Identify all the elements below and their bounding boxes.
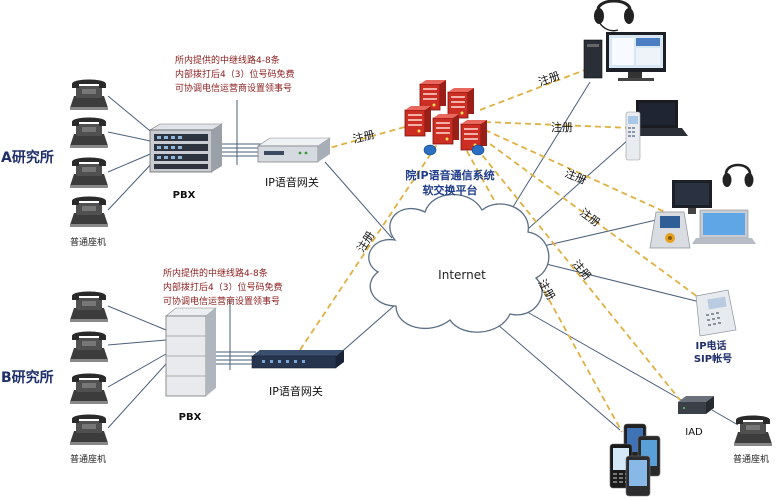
iad-phone-label: 普通座机 bbox=[733, 453, 769, 465]
site-a-phones-label: 普通座机 bbox=[70, 236, 106, 248]
reg-pc bbox=[479, 67, 591, 111]
reg-gw-a bbox=[321, 124, 413, 151]
server-icon bbox=[432, 113, 460, 145]
server-icon bbox=[419, 79, 447, 111]
server-icon bbox=[460, 119, 488, 151]
site-b-label: B研究所 bbox=[1, 369, 54, 386]
core-subtitle: 软交换平台 bbox=[423, 183, 478, 197]
link-internet-ipphone bbox=[537, 261, 701, 303]
iad-label: IAD bbox=[685, 427, 703, 438]
link-b-phone-3 bbox=[107, 353, 167, 388]
gateway-b: IP语音网关 bbox=[251, 350, 344, 398]
desktop-pc bbox=[583, 0, 666, 81]
site-a-note-line-1: 所内提供的中继线路4-8条 bbox=[175, 54, 280, 66]
reg-iad bbox=[469, 139, 681, 401]
site-a-note-line-3: 可协调电信运营商设置领事号 bbox=[175, 82, 292, 94]
link-b-phone-1 bbox=[107, 305, 167, 331]
phone-icon bbox=[70, 117, 108, 148]
gateway-b-label: IP语音网关 bbox=[269, 384, 323, 398]
reg-video bbox=[484, 129, 666, 213]
iad-device: IAD bbox=[678, 396, 714, 438]
link-iad-phone bbox=[711, 409, 739, 426]
ip-phone-label-1: IP电话 bbox=[695, 339, 726, 352]
ip-phone: IP电话 SIP帐号 bbox=[694, 289, 737, 365]
server-icon bbox=[404, 105, 432, 137]
register-label-video: 注册 bbox=[563, 166, 589, 187]
link-internet-iad bbox=[514, 304, 686, 403]
iad-phone: 普通座机 bbox=[733, 415, 772, 465]
laptop bbox=[625, 100, 688, 161]
site-b-note-line-2: 内部拨打后4（3）位号码免费 bbox=[163, 281, 282, 293]
link-internet-laptop bbox=[519, 139, 629, 237]
link-gw-a-internet bbox=[324, 161, 393, 239]
link-internet-pc bbox=[499, 81, 591, 229]
site-b-note-line-3: 可协调电信运营商设置领事号 bbox=[163, 295, 280, 307]
phone-icon bbox=[734, 415, 772, 446]
video-terminal bbox=[649, 163, 756, 249]
link-internet-video bbox=[534, 217, 666, 249]
phone-icon bbox=[70, 79, 108, 110]
link-a-phone-1 bbox=[107, 95, 156, 136]
phone-icon bbox=[70, 373, 108, 404]
internet-cloud: Internet bbox=[368, 193, 550, 333]
pbx-a-label: PBX bbox=[173, 190, 196, 201]
link-a-phone-2 bbox=[107, 131, 156, 143]
site-a-note: 所内提供的中继线路4-8条 内部拨打后4（3）位号码免费 可协调电信运营商设置领… bbox=[175, 54, 294, 94]
phone-icon bbox=[70, 157, 108, 188]
reg-ipphone bbox=[481, 137, 703, 301]
site-b-phones-label: 普通座机 bbox=[70, 453, 106, 465]
site-a-phones: 普通座机 bbox=[70, 79, 108, 248]
link-b-phone-2 bbox=[107, 339, 167, 346]
link-gw-b-internet bbox=[337, 304, 396, 356]
mobile-phones bbox=[609, 423, 661, 497]
link-a-phone-3 bbox=[107, 151, 156, 173]
gateway-a: IP语音网关 bbox=[257, 137, 331, 189]
register-label-iad: 注册 bbox=[570, 257, 595, 283]
server-icon bbox=[447, 87, 475, 119]
trunk-a bbox=[222, 100, 262, 165]
internet-label: Internet bbox=[438, 268, 486, 282]
pbx-b: PBX bbox=[165, 307, 217, 423]
register-label-laptop: 注册 bbox=[551, 120, 573, 134]
trunk-b bbox=[214, 300, 256, 370]
softswitch-servers: 院IP语音通信系统 软交换平台 bbox=[404, 79, 495, 197]
site-b-note: 所内提供的中继线路4-8条 内部拨打后4（3）位号码免费 可协调电信运营商设置领… bbox=[163, 267, 282, 307]
site-a-note-line-2: 内部拨打后4（3）位号码免费 bbox=[175, 68, 294, 80]
reg-laptop bbox=[484, 121, 633, 129]
phone-icon bbox=[70, 291, 108, 322]
gateway-a-label: IP语音网关 bbox=[265, 175, 319, 189]
phone-icon bbox=[70, 331, 108, 362]
pbx-a: PBX bbox=[148, 123, 224, 201]
phone-icon bbox=[70, 414, 108, 445]
register-label-ipphone: 注册 bbox=[577, 205, 603, 229]
site-a-label: A研究所 bbox=[1, 149, 54, 166]
phone-icon bbox=[70, 196, 108, 227]
link-internet-mobile bbox=[489, 317, 621, 431]
pbx-b-label: PBX bbox=[179, 412, 202, 423]
reg-gw-b bbox=[299, 139, 441, 351]
link-a-phone-4 bbox=[107, 159, 156, 211]
link-b-phone-4 bbox=[107, 363, 167, 429]
site-b-phones: 普通座机 bbox=[70, 291, 108, 465]
link-lines bbox=[107, 81, 739, 431]
register-label-pc: 注册 bbox=[536, 68, 561, 89]
register-label-gw-a: 注册 bbox=[351, 127, 376, 146]
ip-phone-label-2: SIP帐号 bbox=[694, 352, 732, 365]
site-b-note-line-1: 所内提供的中继线路4-8条 bbox=[163, 267, 268, 279]
core-title: 院IP语音通信系统 bbox=[405, 168, 494, 182]
